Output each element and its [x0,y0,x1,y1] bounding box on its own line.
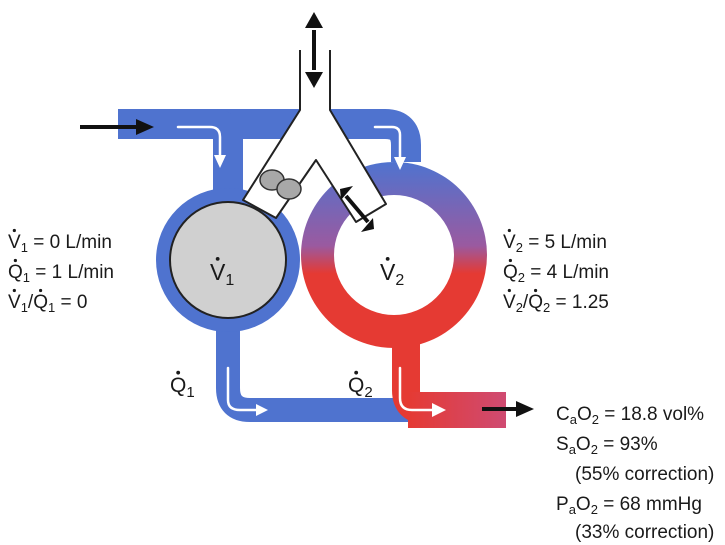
label-segment: Q [33,292,48,313]
subscript: a [569,502,577,517]
alveolus-2 [301,162,487,348]
label-segment: = 1 L/min [30,262,114,283]
double-headed-arrow-icon [305,12,323,88]
alveolus-1-label: V1 [210,259,234,289]
subscript: 1 [21,300,28,315]
unit2-param-line: Q2 = 4 L/min [503,262,609,285]
label-segment: = 68 mmHg [598,494,702,515]
label-segment: P [556,494,569,515]
unit1-param-line: V1 = 0 L/min [8,232,112,255]
symbol-main: Q [348,374,364,397]
label-segment: = 93% [598,434,658,455]
label-segment: (33% correction) [575,522,714,543]
capillary-flow-label: Q2 [348,374,373,401]
unit1-param-line: V1/Q1 = 0 [8,292,87,315]
alveolus-2-label: V2 [380,259,404,289]
label-segment: S [556,434,569,455]
symbol-main: V [380,259,396,285]
flow-dot-mark [507,228,511,233]
flow-dot-mark [12,288,16,293]
subscript: 2 [592,412,599,427]
subscript: 1 [21,240,28,255]
label-segment: / [28,292,34,313]
shunt-flow-label: Q1 [170,374,195,401]
symbol-subscript: 2 [364,384,372,401]
subscript: 1 [23,270,30,285]
label-segment: = 5 L/min [523,232,607,253]
subscript: 2 [516,300,523,315]
symbol-subscript: 1 [186,384,194,401]
flow-dot-mark [385,256,390,261]
unit2-param-line: V2 = 5 L/min [503,232,607,255]
flow-arrows-white [176,125,446,417]
flow-dot-mark [13,258,17,263]
flow-dot-mark [354,370,359,375]
arterial-result-line: (33% correction) [575,522,714,543]
arterial-result-line: (55% correction) [575,464,714,485]
unit2-param-line: V2/Q2 = 1.25 [503,292,609,315]
label-segment: V [503,292,516,313]
subscript: 2 [543,300,550,315]
arterial-result-line: SaO2 = 93% [556,434,658,457]
unit1-param-line: Q1 = 1 L/min [8,262,114,285]
flow-dot-mark [533,288,538,293]
airway-tree [242,50,387,223]
label-segment: = 4 L/min [525,262,609,283]
symbol-subscript: 2 [395,272,404,289]
subscript: a [569,442,577,457]
label-segment: Q [528,292,543,313]
symbol-subscript: 1 [225,272,234,289]
label-segment: = 1.25 [550,292,609,313]
label-segment: V [8,232,21,253]
arterial-result-line: PaO2 = 68 mmHg [556,494,702,517]
subscript: 1 [48,300,55,315]
flow-dot-mark [12,228,16,233]
label-segment: O [577,404,592,425]
alveolar-ventilation-arrow-icon [340,186,374,232]
flow-dot-mark [215,256,220,261]
flow-dot-mark [508,258,512,263]
subscript: 2 [518,270,525,285]
subscript: a [570,412,578,427]
subscript: 2 [516,240,523,255]
airway-obstruction-icon [259,169,302,200]
capillary-outflow-pipes [216,330,506,428]
label-segment: = 0 L/min [28,232,112,253]
label-segment: V [8,292,21,313]
subscript: 2 [591,502,598,517]
label-segment: O [576,494,591,515]
flow-dot-mark [176,370,181,375]
label-segment: O [576,434,591,455]
symbol-main: Q [170,374,186,397]
flow-dot-mark [38,288,43,293]
flow-dot-mark [507,288,511,293]
inflow-arrow-right-icon [80,119,154,135]
label-segment: (55% correction) [575,464,714,485]
alveolus-1 [156,188,300,332]
arterial-result-line: CaO2 = 18.8 vol% [556,404,704,427]
label-segment: C [556,404,570,425]
label-segment: = 18.8 vol% [599,404,704,425]
symbol-main: V [210,259,226,285]
label-segment: Q [503,262,518,283]
label-segment: = 0 [55,292,87,313]
subscript: 2 [591,442,598,457]
label-segment: / [523,292,529,313]
label-segment: V [503,232,516,253]
outflow-arrow-right-icon [482,401,534,417]
label-segment: Q [8,262,23,283]
